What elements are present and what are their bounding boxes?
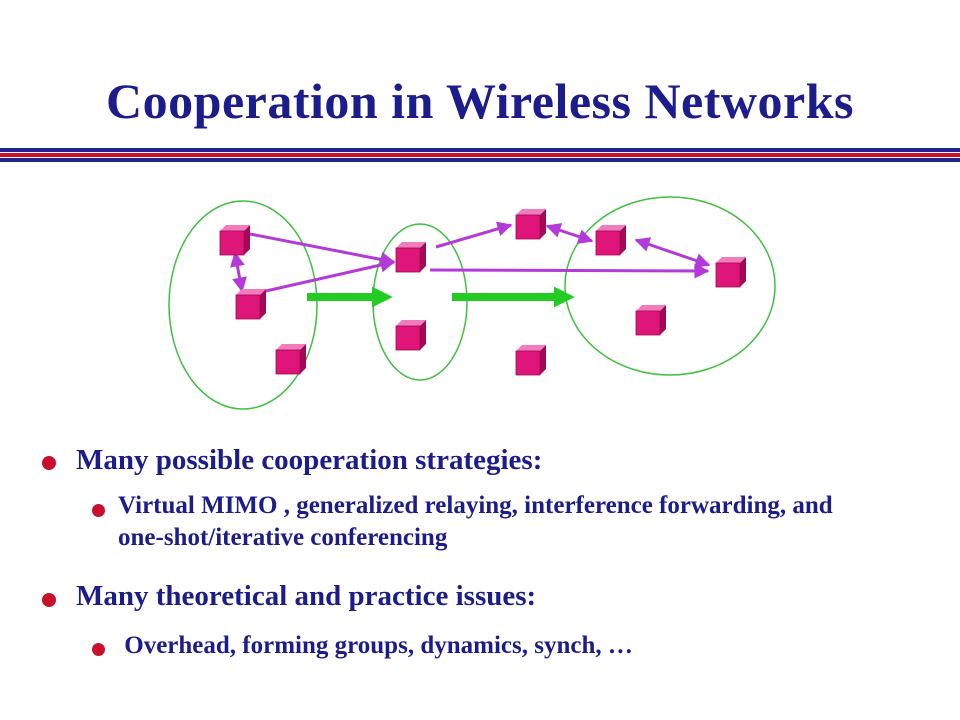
link-n4-n9 xyxy=(429,263,710,279)
node-cube-icon xyxy=(235,288,267,320)
node-cube-icon xyxy=(219,224,251,256)
node-cube-icon xyxy=(395,241,427,273)
node-cube-icon xyxy=(635,304,667,336)
network-diagram xyxy=(168,196,776,410)
link-n7-n8 xyxy=(545,223,594,244)
node-cube-icon xyxy=(715,256,747,288)
title-rule-middle xyxy=(0,153,960,157)
bullet-1-sub-1-text: Virtual MIMO , generalized relaying, int… xyxy=(118,492,833,551)
bullet-2-text: Many theoretical and practice issues: xyxy=(76,580,537,612)
node-cube-icon xyxy=(515,208,547,240)
title-rule-bottom xyxy=(0,158,960,162)
slide-title: Cooperation in Wireless Networks xyxy=(106,73,854,129)
link-n4-n7 xyxy=(435,221,513,249)
link-n8-n9 xyxy=(634,237,711,268)
node-cube-icon xyxy=(515,344,547,376)
bullet-dot-icon xyxy=(92,504,105,517)
bullet-dot-icon xyxy=(42,456,56,470)
node-cube-icon xyxy=(275,343,307,375)
link-n2-n4 xyxy=(265,257,396,293)
bullet-dot-icon xyxy=(92,643,105,656)
link-n1-n4 xyxy=(249,232,396,267)
bullet-1-text: Many possible cooperation strategies: xyxy=(76,444,543,476)
title-rule-top xyxy=(0,148,960,152)
node-cube-icon xyxy=(395,319,427,351)
cluster-left-outline xyxy=(168,200,318,410)
bullet-dot-icon xyxy=(42,593,56,607)
bullet-2-sub-1-text: Overhead, forming groups, dynamics, sync… xyxy=(118,632,633,659)
link-n1-n2 xyxy=(230,251,247,293)
node-cube-icon xyxy=(595,224,627,256)
cluster-right-outline xyxy=(564,196,776,376)
